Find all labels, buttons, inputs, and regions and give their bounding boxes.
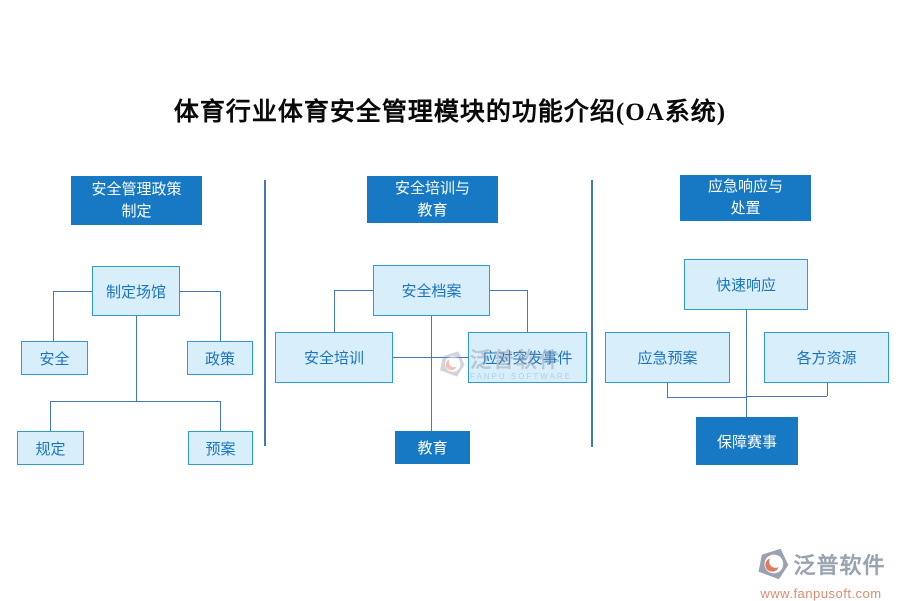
header-policy-formulation-line2: 制定 [121, 202, 152, 220]
connector [50, 401, 220, 402]
connector [136, 316, 137, 401]
column-divider-left [264, 180, 266, 446]
header-training-education-line2: 教育 [417, 201, 448, 219]
page-title: 体育行业体育安全管理模块的功能介绍(OA系统) [173, 99, 727, 126]
node-emergency-plan: 应急预案 [605, 332, 730, 383]
header-policy-formulation-line1: 安全管理政策 [91, 180, 182, 198]
connector [490, 290, 527, 291]
fanpu-logo-icon [438, 350, 466, 383]
fanpu-logo-icon [756, 547, 790, 585]
connector [393, 357, 468, 358]
node-rapid-response: 快速响应 [684, 259, 808, 310]
node-emergency-events: 应对突发事件 [468, 332, 587, 383]
connector [527, 290, 528, 332]
header-training-education: 安全培训与 教育 [367, 176, 498, 223]
header-emergency-response: 应急响应与 处置 [680, 175, 811, 221]
connector [667, 397, 746, 398]
header-emergency-response-line2: 处置 [730, 200, 761, 217]
node-safety-archive: 安全档案 [373, 265, 490, 316]
connector [53, 291, 92, 292]
node-resources: 各方资源 [764, 332, 889, 383]
connector [827, 383, 828, 396]
connector [746, 310, 747, 417]
header-training-education-line1: 安全培训与 [394, 179, 470, 197]
node-safety-training: 安全培训 [275, 332, 393, 383]
header-policy-formulation: 安全管理政策 制定 [71, 176, 202, 225]
connector [220, 401, 221, 431]
node-policy: 政策 [187, 341, 253, 375]
node-plan: 预案 [188, 431, 253, 465]
node-venue-formulation: 制定场馆 [92, 266, 180, 316]
connector [180, 291, 220, 292]
node-event-support: 保障赛事 [696, 417, 798, 465]
connector [53, 291, 54, 341]
connector [431, 316, 432, 431]
watermark-corner: 泛普软件 www.fanpusoft.com [748, 547, 894, 600]
watermark-corner-url: www.fanpusoft.com [760, 586, 882, 601]
connector [220, 291, 221, 341]
node-education: 教育 [395, 431, 470, 464]
connector [334, 290, 373, 291]
watermark-corner-brand: 泛普软件 [793, 553, 886, 578]
connector [746, 396, 827, 397]
column-divider-right [591, 180, 593, 447]
node-regulation: 规定 [17, 431, 84, 465]
node-safety: 安全 [21, 341, 88, 375]
connector [50, 401, 51, 431]
connector [667, 383, 668, 397]
connector [334, 290, 335, 332]
header-emergency-response-line1: 应急响应与 [707, 178, 783, 196]
